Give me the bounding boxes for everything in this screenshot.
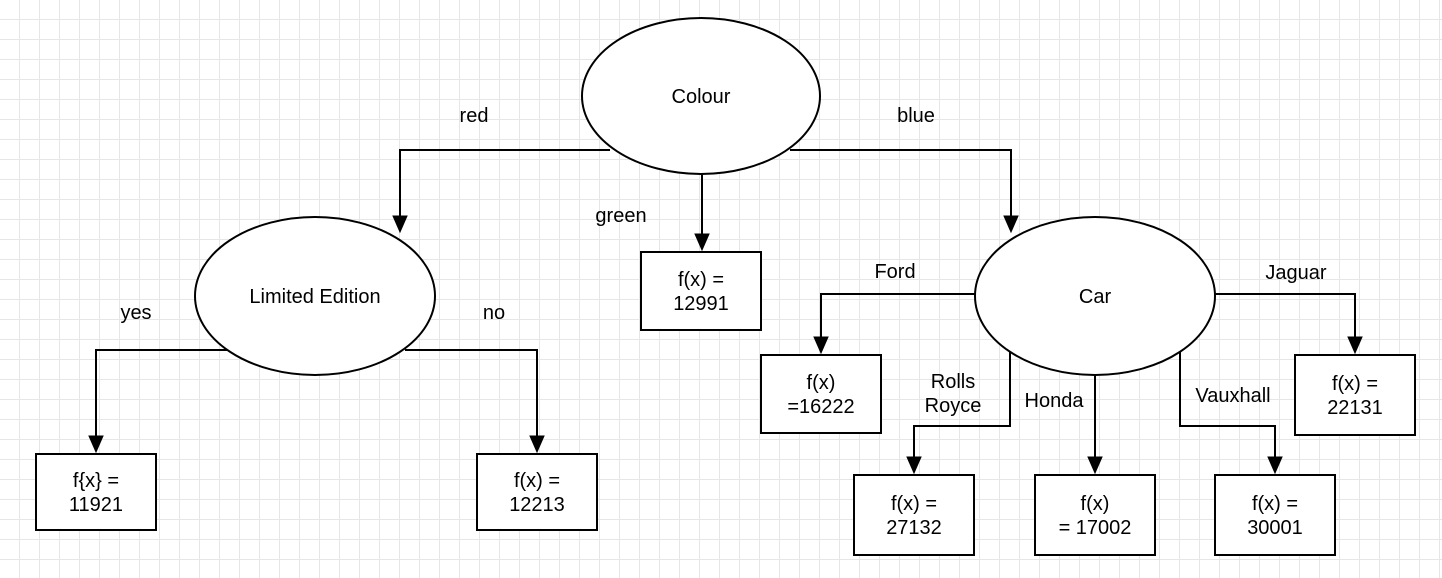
- text-line: 11921: [69, 494, 123, 516]
- text-line: f(x) =: [514, 470, 560, 492]
- leaf-label: f(x) =12213: [509, 470, 565, 516]
- node-colour: Colour: [581, 17, 821, 175]
- leaf-17002: f(x)= 17002: [1034, 474, 1156, 556]
- text-line: f{x} =: [73, 470, 119, 492]
- edge-colour-to-car: [790, 149, 1019, 234]
- text-line: green: [595, 205, 646, 227]
- leaf-label: f(x)= 17002: [1059, 493, 1132, 539]
- leaf-11921: f{x} =11921: [35, 453, 157, 531]
- text-line: Vauxhall: [1195, 385, 1270, 407]
- text-line: f(x) =: [1332, 373, 1378, 395]
- node-limited-edition: Limited Edition: [194, 216, 436, 376]
- text-line: Rolls: [931, 371, 975, 393]
- text-line: =16222: [787, 396, 854, 418]
- edge-label-text: blue: [897, 105, 935, 127]
- leaf-label: f(x) =12991: [673, 269, 729, 315]
- leaf-box: [1214, 474, 1336, 556]
- text-line: 22131: [1327, 397, 1383, 419]
- edge-limited-edition-to-leaf-11921: [88, 349, 230, 454]
- text-line: f(x) =: [1252, 493, 1298, 515]
- edge-label-text: Ford: [874, 261, 915, 283]
- text-line: Honda: [1025, 390, 1085, 412]
- leaf-16222: f(x)=16222: [760, 354, 882, 434]
- edge-label-text: Honda: [1025, 390, 1085, 412]
- text-line: Royce: [925, 395, 982, 417]
- leaf-box: [853, 474, 975, 556]
- text-line: Jaguar: [1265, 262, 1326, 284]
- text-line: f(x): [807, 372, 836, 394]
- leaf-label: f(x) =27132: [886, 493, 942, 539]
- edge-label-text: Jaguar: [1265, 262, 1326, 284]
- text-line: 12991: [673, 293, 729, 315]
- edge-label-yes: yes: [120, 302, 151, 324]
- text-line: yes: [120, 302, 151, 324]
- edge-colour-to-limited-edition: [392, 149, 610, 234]
- decision-ellipse: [581, 17, 821, 175]
- text-line: 12213: [509, 494, 565, 516]
- leaf-box: [1294, 354, 1416, 436]
- leaf-12991: f(x) =12991: [640, 251, 762, 331]
- node-label: Limited Edition: [249, 286, 380, 308]
- leaf-box: [35, 453, 157, 531]
- text-line: 27132: [886, 517, 942, 539]
- text-line: f(x) =: [891, 493, 937, 515]
- node-label: Car: [1079, 286, 1112, 308]
- node-label: Colour: [672, 86, 731, 108]
- edge-label-blue: blue: [897, 105, 935, 127]
- edge-car-to-leaf-16222: [813, 293, 975, 355]
- text-line: 30001: [1247, 517, 1303, 539]
- text-line: f(x): [1081, 493, 1110, 515]
- leaf-label: f(x) =22131: [1327, 373, 1383, 419]
- decision-ellipse: [974, 216, 1216, 376]
- node-car: Car: [974, 216, 1216, 376]
- text-line: red: [460, 105, 489, 127]
- edge-label-text: yes: [120, 302, 151, 324]
- edge-limited-edition-to-leaf-12213: [405, 349, 545, 454]
- text-line: Colour: [672, 86, 731, 108]
- text-line: blue: [897, 105, 935, 127]
- edge-label-text: green: [595, 205, 646, 227]
- edge-label-text: Vauxhall: [1195, 385, 1270, 407]
- edge-label-honda: Honda: [1025, 390, 1085, 412]
- leaf-box: [760, 354, 882, 434]
- edge-car-to-leaf-30001: [1179, 352, 1283, 475]
- edge-label-text: red: [460, 105, 489, 127]
- edge-colour-to-leaf-12991: [694, 174, 710, 252]
- edge-car-to-leaf-17002: [1087, 374, 1103, 475]
- leaf-box: [640, 251, 762, 331]
- decision-ellipse: [194, 216, 436, 376]
- text-line: Car: [1079, 286, 1112, 308]
- edge-label-vauxhall: Vauxhall: [1195, 385, 1270, 407]
- leaf-22131: f(x) =22131: [1294, 354, 1416, 436]
- leaf-box: [1034, 474, 1156, 556]
- leaf-12213: f(x) =12213: [476, 453, 598, 531]
- edge-car-to-leaf-22131: [1215, 293, 1363, 355]
- leaf-30001: f(x) =30001: [1214, 474, 1336, 556]
- edge-label-text: no: [483, 302, 505, 324]
- leaf-box: [476, 453, 598, 531]
- edge-label-ford: Ford: [874, 261, 915, 283]
- leaf-27132: f(x) =27132: [853, 474, 975, 556]
- edge-car-to-leaf-27132: [906, 352, 1011, 475]
- leaf-label: f(x)=16222: [787, 372, 854, 418]
- edge-label-no: no: [483, 302, 505, 324]
- edge-label-green: green: [595, 205, 646, 227]
- text-line: Ford: [874, 261, 915, 283]
- text-line: = 17002: [1059, 517, 1132, 539]
- leaf-label: f{x} =11921: [69, 470, 123, 516]
- leaf-label: f(x) =30001: [1247, 493, 1303, 539]
- edge-label-red: red: [460, 105, 489, 127]
- text-line: Limited Edition: [249, 286, 380, 308]
- text-line: f(x) =: [678, 269, 724, 291]
- text-line: no: [483, 302, 505, 324]
- edge-label-jaguar: Jaguar: [1265, 262, 1326, 284]
